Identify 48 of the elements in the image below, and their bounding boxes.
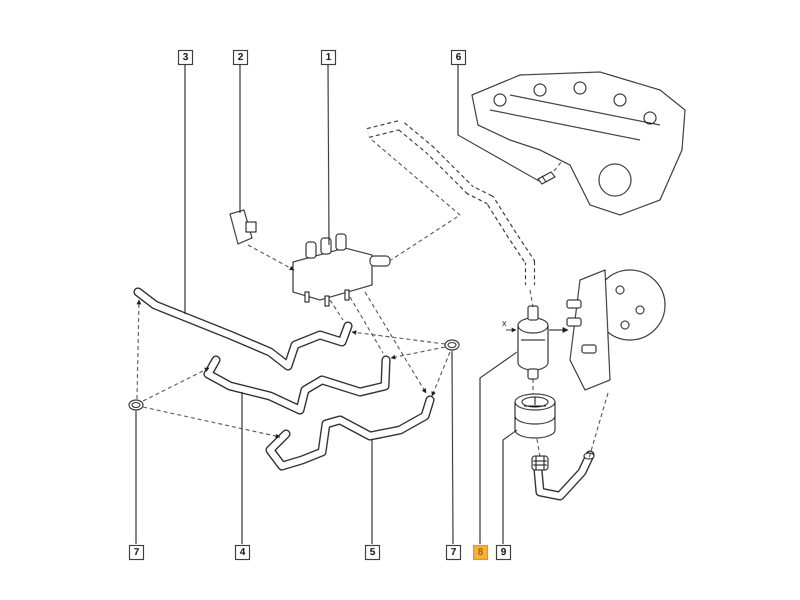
callout-number: 6 xyxy=(451,50,466,65)
assembly-guide-line xyxy=(532,378,534,394)
clip-drawing xyxy=(444,340,460,350)
clip-drawing xyxy=(128,400,144,410)
assembly-guide-line xyxy=(352,330,446,344)
hose-drawing xyxy=(134,288,352,370)
leader-line xyxy=(328,64,330,246)
callout-number: 8 xyxy=(473,545,488,560)
assembly-guide-line xyxy=(142,368,210,402)
leader-line xyxy=(480,352,518,544)
assembly-guide-line xyxy=(530,290,534,308)
valve-block-drawing xyxy=(292,234,390,306)
assembly-guide-line xyxy=(142,406,280,438)
assembly-guide-line xyxy=(136,300,142,400)
hose-drawing xyxy=(366,120,535,285)
leader-line xyxy=(184,64,186,314)
assembly-guide-line xyxy=(588,392,608,458)
leader-line xyxy=(458,64,540,182)
callout-number: 5 xyxy=(365,545,380,560)
hose-drawing xyxy=(532,450,594,500)
intake-manifold-drawing xyxy=(471,72,686,216)
callout-number: 4 xyxy=(235,545,250,560)
callout-number: 2 xyxy=(233,50,248,65)
callout-number: 7 xyxy=(129,545,144,560)
assembly-guide-line xyxy=(390,346,446,360)
assembly-guide-line xyxy=(330,300,344,320)
sensor-drawing xyxy=(229,209,256,245)
leader-line xyxy=(452,350,454,544)
support-ring-drawing xyxy=(514,394,556,438)
assembly-guide-line xyxy=(431,352,450,396)
note-label: x xyxy=(502,318,506,328)
hose-drawing xyxy=(266,396,434,470)
filter-drawing xyxy=(518,306,548,380)
assembly-guide-line xyxy=(248,244,294,270)
leader-line xyxy=(502,430,518,544)
assembly-guide-line xyxy=(554,160,562,172)
assembly-guide-line xyxy=(548,327,569,333)
assembly-guide-line xyxy=(364,292,426,394)
callout-number: 1 xyxy=(321,50,336,65)
assembly-guide-line xyxy=(372,140,461,260)
callout-number: 9 xyxy=(496,545,511,560)
vaporizer-drawing xyxy=(566,269,666,391)
callout-number: 3 xyxy=(178,50,193,65)
bolt-drawing xyxy=(537,171,556,185)
callout-number: 7 xyxy=(446,545,461,560)
assembly-guide-line xyxy=(536,438,540,458)
hose-drawing xyxy=(204,356,390,414)
assembly-guide-line xyxy=(350,296,384,354)
